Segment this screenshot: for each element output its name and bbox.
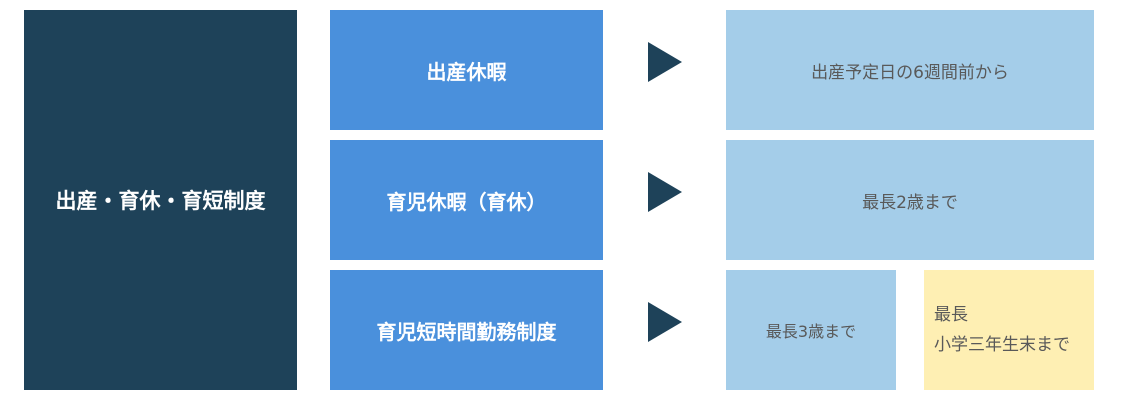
result-short-hours-extended: 最長小学三年生末まで	[924, 270, 1094, 390]
result-text: 最長2歳まで	[862, 192, 958, 213]
result-text: 出産予定日の6週間前から	[811, 62, 1009, 83]
leave-type-short-hours: 育児短時間勤務制度	[330, 270, 603, 390]
result-text: 最長3歳まで	[765, 322, 857, 341]
leave-type-label: 出産休暇	[426, 59, 507, 84]
leave-type-childcare: 育児休暇（育休）	[330, 140, 603, 260]
leave-type-label: 育児短時間勤務制度	[376, 319, 557, 344]
main-label: 出産・育休・育短制度	[55, 189, 266, 213]
leave-type-label: 育児休暇（育休）	[386, 189, 547, 214]
result-maternity: 出産予定日の6週間前から	[726, 10, 1094, 130]
leave-type-maternity: 出産休暇	[330, 10, 603, 130]
result-short-hours: 最長3歳まで	[726, 270, 896, 390]
main-category-box: 出産・育休・育短制度	[24, 10, 297, 390]
arrow-right-icon	[648, 302, 682, 342]
result-text-line1: 最長	[934, 305, 968, 325]
result-childcare: 最長2歳まで	[726, 140, 1094, 260]
arrow-right-icon	[648, 42, 682, 82]
result-text-line2: 小学三年生末まで	[934, 335, 1070, 355]
arrow-right-icon	[648, 172, 682, 212]
